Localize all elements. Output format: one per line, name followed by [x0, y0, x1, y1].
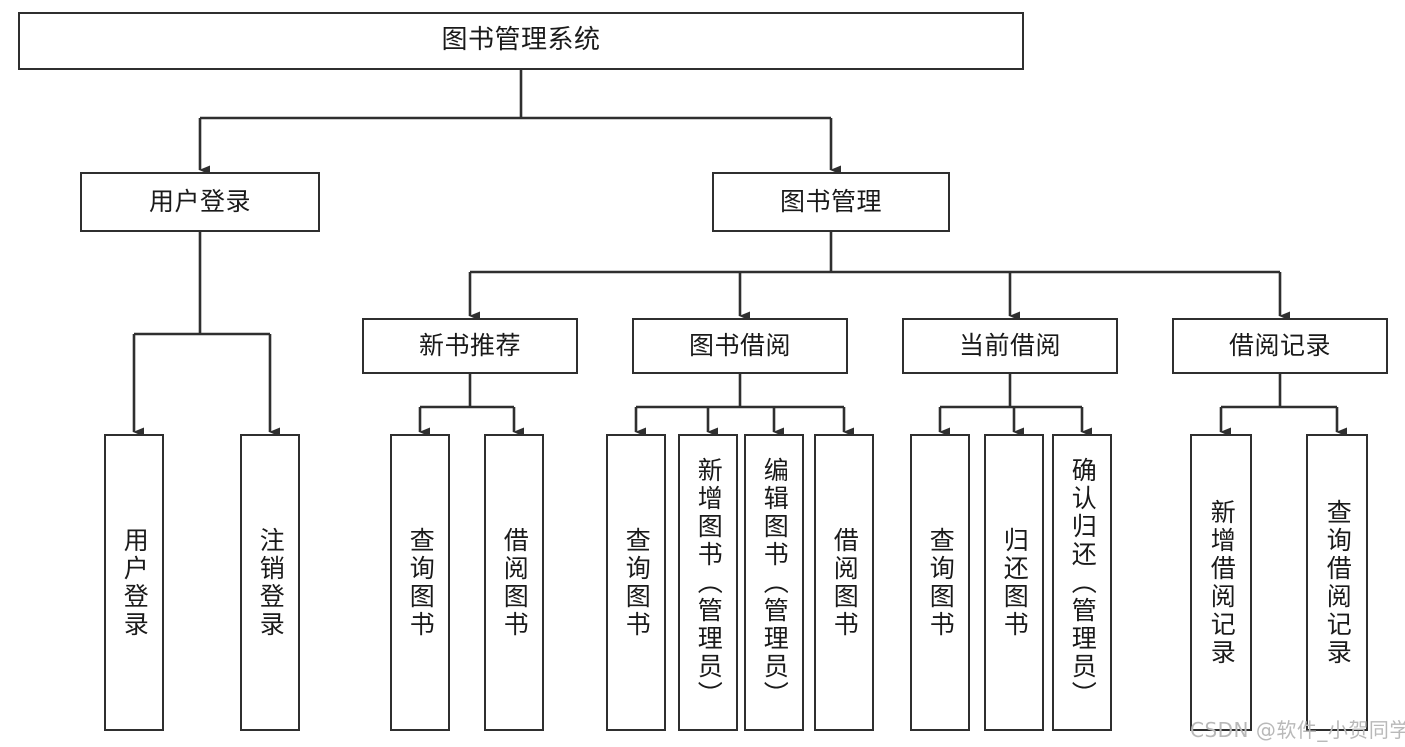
level3-node-3[interactable]: 借阅记录 — [1172, 318, 1388, 374]
leaf-node-8[interactable]: 查询图书 — [910, 434, 970, 731]
level3-node-1[interactable]: 图书借阅 — [632, 318, 848, 374]
node-label: 图书管理 — [779, 186, 882, 216]
node-label: 查询借阅记录 — [1323, 498, 1353, 667]
level3-node-0[interactable]: 新书推荐 — [362, 318, 578, 374]
node-label: 归还图书 — [1000, 526, 1030, 639]
root-node-0[interactable]: 图书管理系统 — [18, 12, 1024, 70]
node-label: 注销登录 — [256, 526, 286, 639]
level2-node-1[interactable]: 图书管理 — [712, 172, 950, 232]
leaf-node-0[interactable]: 用户登录 — [104, 434, 164, 731]
node-label: 借阅记录 — [1228, 330, 1331, 360]
node-label: 查询图书 — [406, 526, 436, 639]
node-label: 用户登录 — [120, 526, 150, 639]
node-label: 借阅图书 — [830, 526, 860, 639]
node-label: 查询图书 — [622, 526, 652, 639]
level2-node-0[interactable]: 用户登录 — [80, 172, 320, 232]
node-label: 当前借阅 — [958, 330, 1061, 360]
node-label: 新增借阅记录 — [1207, 498, 1237, 667]
node-label: 借阅图书 — [500, 526, 530, 639]
node-label: 用户登录 — [148, 186, 251, 216]
leaf-node-4[interactable]: 查询图书 — [606, 434, 666, 731]
leaf-node-10[interactable]: 确认归还（管理员） — [1052, 434, 1112, 731]
node-label: 查询图书 — [926, 526, 956, 639]
leaf-node-3[interactable]: 借阅图书 — [484, 434, 544, 731]
leaf-node-5[interactable]: 新增图书（管理员） — [678, 434, 738, 731]
node-label: 新书推荐 — [418, 330, 521, 360]
node-label: 确认归还（管理员） — [1068, 456, 1098, 709]
node-label: 图书管理系统 — [441, 25, 601, 56]
node-label: 新增图书（管理员） — [694, 456, 724, 709]
level3-node-2[interactable]: 当前借阅 — [902, 318, 1118, 374]
leaf-node-2[interactable]: 查询图书 — [390, 434, 450, 731]
node-label: 编辑图书（管理员） — [760, 456, 790, 709]
leaf-node-6[interactable]: 编辑图书（管理员） — [744, 434, 804, 731]
node-label: 图书借阅 — [688, 330, 791, 360]
csdn-watermark: CSDN @软件_小贺同学 — [1190, 718, 1405, 742]
leaf-node-9[interactable]: 归还图书 — [984, 434, 1044, 731]
leaf-node-1[interactable]: 注销登录 — [240, 434, 300, 731]
leaf-node-7[interactable]: 借阅图书 — [814, 434, 874, 731]
leaf-node-11[interactable]: 新增借阅记录 — [1190, 434, 1252, 731]
leaf-node-12[interactable]: 查询借阅记录 — [1306, 434, 1368, 731]
